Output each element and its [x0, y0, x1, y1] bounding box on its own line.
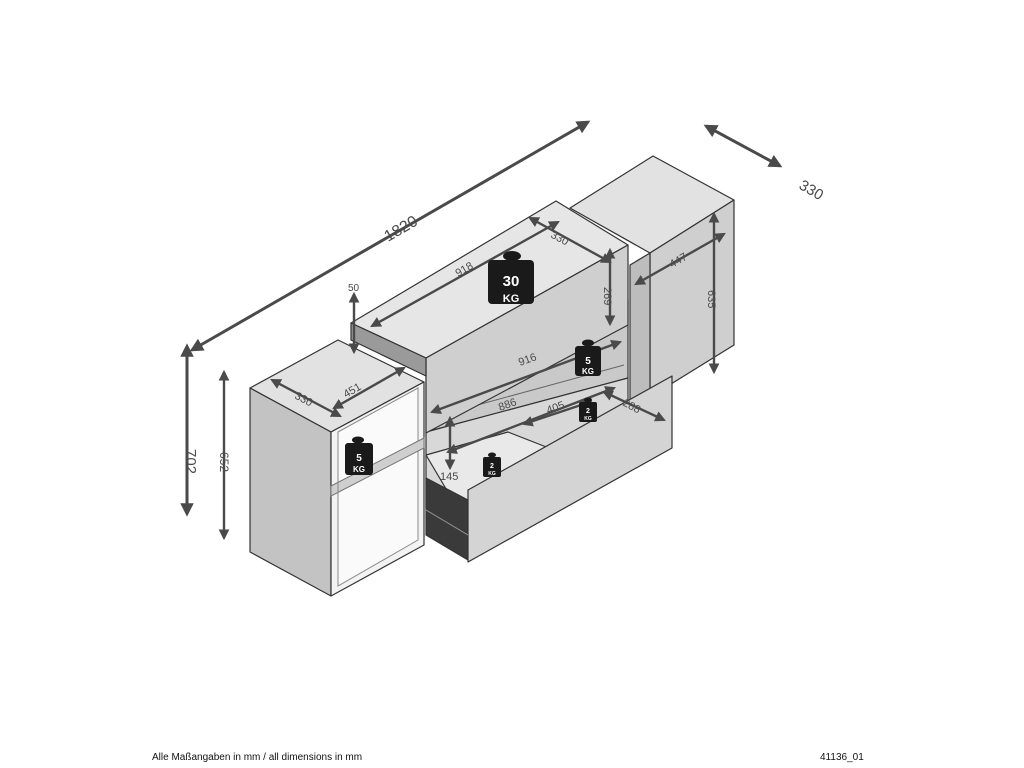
weight-shelf-right-unit: KG: [582, 367, 594, 376]
label-middle-width: 916: [517, 351, 538, 369]
weight-drawer-back-icon: 2 KG: [579, 397, 597, 422]
weight-drawer-front-value: 2: [490, 463, 494, 470]
weight-drawer-front-icon: 2 KG: [483, 452, 501, 477]
label-right-height: 635: [705, 290, 717, 308]
label-drawer-width: 886: [497, 396, 518, 414]
weight-top-unit: KG: [503, 293, 520, 305]
weight-drawer-back-value: 2: [586, 408, 590, 415]
weight-shelf-left-value: 5: [356, 453, 362, 464]
arrow-depth: [703, 124, 783, 168]
weight-shelf-right-value: 5: [585, 356, 591, 367]
weight-shelf-left-icon: 5 KG: [345, 436, 373, 475]
weight-top-icon: 30 KG: [488, 251, 534, 305]
weight-drawer-back-unit: KG: [584, 416, 592, 422]
arrow-drawer-depth: [602, 390, 666, 422]
label-side-height: 652: [217, 452, 231, 472]
label-overall-width: 1820: [382, 213, 421, 246]
label-drawer-inner-depth: 405: [545, 399, 566, 417]
drawing-code: 41136_01: [820, 752, 864, 763]
label-top-thickness: 50: [348, 283, 360, 294]
weight-shelf-left-unit: KG: [353, 465, 365, 474]
weight-shelf-right-icon: 5 KG: [575, 339, 601, 376]
units-note: Alle Maßangaben in mm / all dimensions i…: [152, 752, 363, 763]
label-drawer-height: 145: [440, 471, 458, 483]
label-depth: 330: [796, 177, 826, 204]
label-top-box-height: 269: [601, 287, 613, 305]
drawer: [425, 375, 673, 563]
arrow-top-width: [370, 220, 560, 328]
arrow-side-depth: [270, 378, 342, 418]
weight-drawer-front-unit: KG: [488, 471, 496, 477]
arrow-side-width: [332, 366, 406, 410]
label-overall-height: 702: [182, 449, 199, 474]
left-cabinet: [249, 339, 425, 597]
weight-top-value: 30: [503, 273, 520, 290]
arrow-top-depth: [528, 216, 612, 264]
